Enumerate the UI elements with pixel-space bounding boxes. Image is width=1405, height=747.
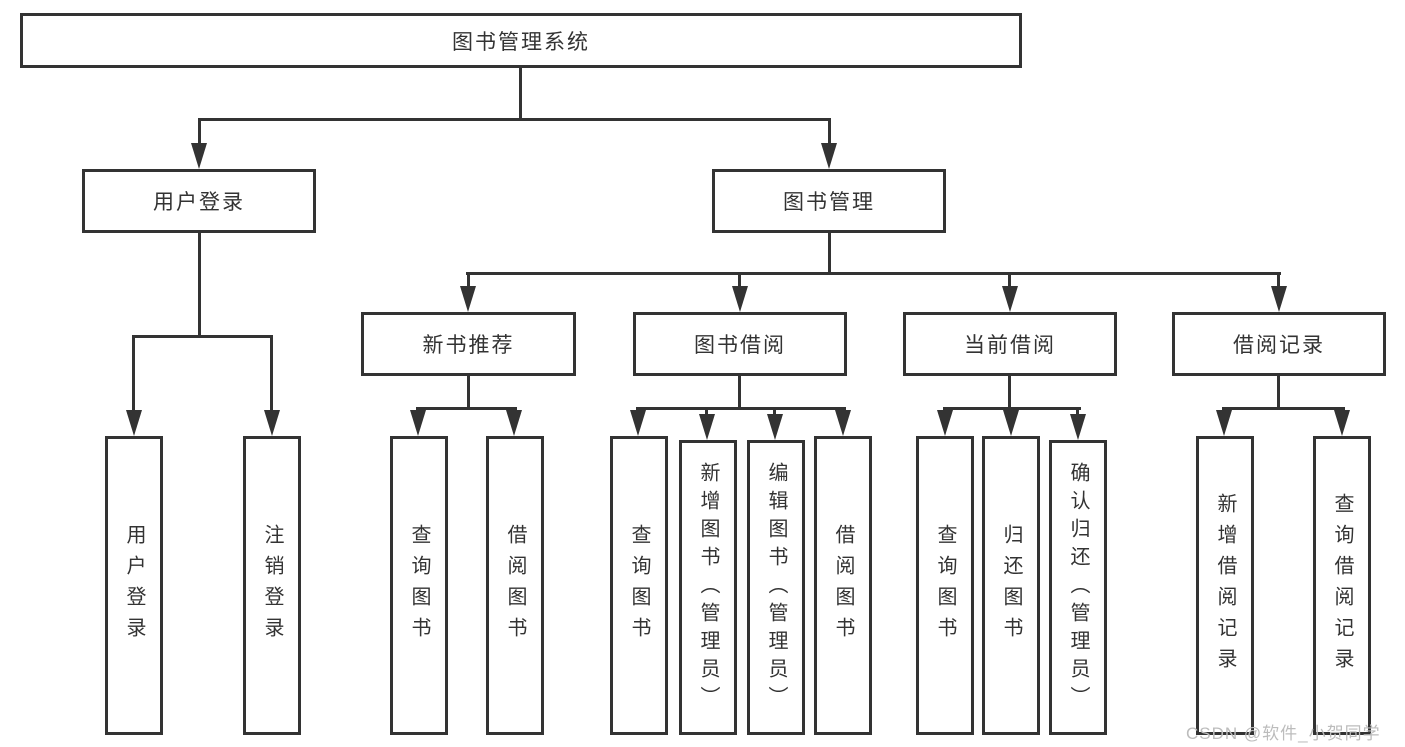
connector-current-borrow-stem xyxy=(1008,376,1011,407)
arrow-down-icon xyxy=(1334,410,1350,436)
connector-level2-drop xyxy=(738,272,741,290)
node-book-management-label: 图书管理 xyxy=(783,191,875,214)
arrow-down-icon xyxy=(460,286,476,312)
leaf-user-login-label: 用户登录 xyxy=(123,523,145,648)
arrow-down-icon xyxy=(821,143,837,169)
leaf-query-books-recommend: 查询图书 xyxy=(390,436,448,735)
node-root: 图书管理系统 xyxy=(20,13,1022,68)
arrow-down-icon xyxy=(1216,410,1232,436)
leaf-borrow-books-borrow-label: 借阅图书 xyxy=(832,523,854,648)
leaf-query-books-borrow-label: 查询图书 xyxy=(628,523,650,648)
connector-leaf-drop xyxy=(132,335,135,413)
connector-level2-drop xyxy=(467,272,470,290)
connector-root-stem xyxy=(519,68,522,118)
connector-borrow-records-bus xyxy=(1222,407,1345,410)
node-borrow-records: 借阅记录 xyxy=(1172,312,1386,376)
leaf-query-books-current-label: 查询图书 xyxy=(934,523,956,648)
leaf-return-book-label: 归还图书 xyxy=(1000,523,1022,648)
leaf-borrow-books-recommend-label: 借阅图书 xyxy=(504,523,526,648)
leaf-edit-book-admin-label: 编辑图书（管理员） xyxy=(765,461,787,714)
connector-level2-drop xyxy=(1277,272,1280,290)
connector-user-login-stem xyxy=(198,233,201,335)
connector-book-borrow-stem xyxy=(738,376,741,407)
connector-book-management-drop xyxy=(828,118,831,148)
arrow-down-icon xyxy=(264,410,280,436)
arrow-down-icon xyxy=(506,410,522,436)
leaf-query-books-current: 查询图书 xyxy=(916,436,974,735)
arrow-down-icon xyxy=(630,410,646,436)
connector-book-borrow-bus xyxy=(636,407,846,410)
node-root-label: 图书管理系统 xyxy=(452,30,590,54)
leaf-logout-label: 注销登录 xyxy=(261,523,283,648)
leaf-query-books-borrow: 查询图书 xyxy=(610,436,668,735)
node-user-login-label: 用户登录 xyxy=(153,191,245,214)
connector-user-login-bus xyxy=(132,335,273,338)
arrow-down-icon xyxy=(410,410,426,436)
arrow-down-icon xyxy=(767,414,783,440)
leaf-confirm-return-admin-label: 确认归还（管理员） xyxy=(1067,461,1089,714)
connector-root-bus xyxy=(198,118,831,121)
connector-borrow-records-stem xyxy=(1277,376,1280,407)
node-book-borrow: 图书借阅 xyxy=(633,312,847,376)
watermark: CSDN @软件_小贺同学 xyxy=(1186,724,1381,743)
leaf-add-book-admin: 新增图书（管理员） xyxy=(679,440,737,735)
leaf-add-borrow-record-label: 新增借阅记录 xyxy=(1214,492,1236,679)
connector-book-management-bus xyxy=(466,272,1281,275)
node-current-borrow-label: 当前借阅 xyxy=(964,334,1056,357)
leaf-return-book: 归还图书 xyxy=(982,436,1040,735)
leaf-logout: 注销登录 xyxy=(243,436,301,735)
connector-user-login-drop xyxy=(198,118,201,148)
leaf-edit-book-admin: 编辑图书（管理员） xyxy=(747,440,805,735)
connector-new-book-stem xyxy=(467,376,470,407)
leaf-query-books-recommend-label: 查询图书 xyxy=(408,523,430,648)
arrow-down-icon xyxy=(835,410,851,436)
connector-level2-drop xyxy=(1008,272,1011,290)
node-new-book-recommend: 新书推荐 xyxy=(361,312,576,376)
arrow-down-icon xyxy=(1271,286,1287,312)
connector-book-management-stem xyxy=(828,233,831,272)
leaf-confirm-return-admin: 确认归还（管理员） xyxy=(1049,440,1107,735)
leaf-query-borrow-record-label: 查询借阅记录 xyxy=(1331,492,1353,679)
leaf-borrow-books-borrow: 借阅图书 xyxy=(814,436,872,735)
arrow-down-icon xyxy=(937,410,953,436)
leaf-borrow-books-recommend: 借阅图书 xyxy=(486,436,544,735)
arrow-down-icon xyxy=(1002,286,1018,312)
arrow-down-icon xyxy=(732,286,748,312)
node-user-login: 用户登录 xyxy=(82,169,316,233)
node-new-book-recommend-label: 新书推荐 xyxy=(422,334,515,357)
connector-leaf-drop xyxy=(270,335,273,413)
leaf-add-book-admin-label: 新增图书（管理员） xyxy=(697,461,719,714)
leaf-user-login: 用户登录 xyxy=(105,436,163,735)
arrow-down-icon xyxy=(126,410,142,436)
leaf-add-borrow-record: 新增借阅记录 xyxy=(1196,436,1254,735)
arrow-down-icon xyxy=(191,143,207,169)
leaf-query-borrow-record: 查询借阅记录 xyxy=(1313,436,1371,735)
arrow-down-icon xyxy=(1003,410,1019,436)
node-borrow-records-label: 借阅记录 xyxy=(1233,334,1325,357)
node-current-borrow: 当前借阅 xyxy=(903,312,1117,376)
node-book-borrow-label: 图书借阅 xyxy=(694,334,786,357)
arrow-down-icon xyxy=(699,414,715,440)
node-book-management: 图书管理 xyxy=(712,169,946,233)
connector-new-book-bus xyxy=(416,407,517,410)
connector-current-borrow-bus xyxy=(943,407,1081,410)
arrow-down-icon xyxy=(1070,414,1086,440)
